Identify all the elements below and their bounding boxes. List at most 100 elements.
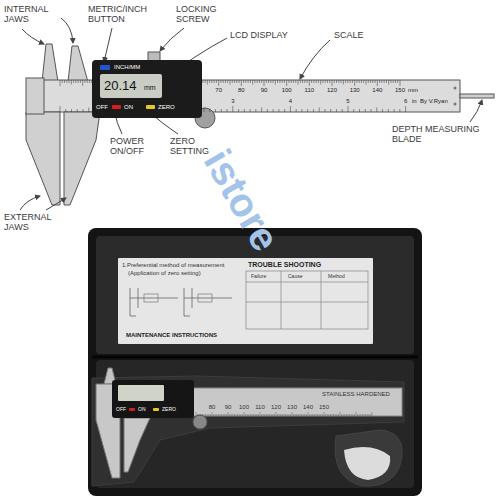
scale-tick [343,80,344,85]
scale-tick [293,80,294,83]
scale-tick [282,80,283,83]
thumb-wheel [193,415,207,429]
scale-tick [388,109,389,112]
scale-number: 130 [350,87,360,94]
scale-tick [257,80,258,83]
scale-tick [62,80,63,83]
scale-tick [232,414,233,416]
scale-tick [348,414,349,416]
scale-tick [307,80,308,83]
scale-tick [303,414,304,416]
button-label: ON [138,407,146,413]
scale-tick [275,80,276,85]
scale-tick [253,414,254,416]
scale-tick [325,414,326,416]
scale-tick [237,414,238,416]
scale-tick [345,80,346,83]
scale-tick [202,414,203,416]
scale-number: 70 [215,87,222,94]
scale-tick [247,414,248,416]
scale-tick [82,80,83,86]
scale-tick [288,414,289,416]
leader-line [20,196,40,210]
part-label: SCALE [334,30,364,40]
scale-tick [204,108,205,113]
scale-tick [256,414,257,416]
lcd-screen [118,385,164,401]
scale-tick [316,414,317,416]
scale-tick [248,80,249,83]
scale-tick [336,414,337,416]
scale-tick [200,414,201,416]
sheet-line [246,282,368,283]
scale-tick [197,414,198,416]
scale-tick [216,414,217,416]
scale-tick [73,80,74,83]
scale-tick [327,80,328,83]
scale-tick [259,80,260,83]
scale-tick [210,414,211,416]
scale-tick [80,80,81,83]
scale-tick [293,414,294,416]
button-label: INCH/MM [114,64,140,71]
case [88,228,422,496]
scale-tick [320,414,321,416]
scale-tick [232,106,233,112]
scale-tick [207,80,208,85]
scale-tick [395,80,396,83]
scale-tick [370,414,371,416]
scale-tick [386,80,387,83]
scale-number: 150 [395,87,405,94]
scale-tick [377,80,378,86]
scale-tick [336,109,337,112]
scale-tick [274,414,275,416]
part-label: INTERNAL JAWS [4,4,59,25]
scale-tick [244,109,245,112]
scale-tick [301,414,302,416]
scale-tick [226,414,227,416]
scale-number: 90 [261,87,268,94]
scale-tick [231,414,232,416]
scale-tick [352,414,353,416]
internal-jaw [68,46,88,82]
external-jaw [64,112,100,205]
paper-sachet [344,447,390,480]
scale-tick [89,80,90,83]
scale-tick [332,414,333,416]
scale-tick [252,414,253,416]
scale-tick [376,108,377,113]
scale-tick [205,414,206,416]
scale-tick [218,414,219,416]
screw [454,87,457,90]
leader-line [46,198,66,210]
leader-line [160,28,184,51]
scale-tick [309,80,310,86]
main-beam [190,388,402,416]
metric-inch-button [100,65,110,70]
scale-tick [279,80,280,83]
scale-tick [354,414,355,416]
scale-tick [261,108,262,113]
scale-tick [209,80,210,83]
scale-tick [304,80,305,83]
scale-tick [60,80,61,86]
leader-line [22,29,44,44]
scale-tick [221,414,222,416]
scale-number: 3 [231,98,234,105]
scale-tick [277,80,278,83]
scale-tick [338,414,339,416]
sheet-line [198,294,212,302]
scale-tick [239,414,240,416]
scale-tick [311,414,312,416]
sheet-line [246,302,368,303]
display-housing: INCH/MMOFFONZERO20.14mm [92,60,202,118]
scale-tick [368,414,369,416]
scale-tick [304,414,305,416]
power-button [129,408,135,411]
case-hinge [92,356,418,359]
sheet-heading: TROUBLE SHOOTING [248,261,321,269]
scale-tick [327,414,328,416]
scale-tick [255,109,256,112]
scale-tick [239,80,240,83]
scale-tick [255,414,256,416]
